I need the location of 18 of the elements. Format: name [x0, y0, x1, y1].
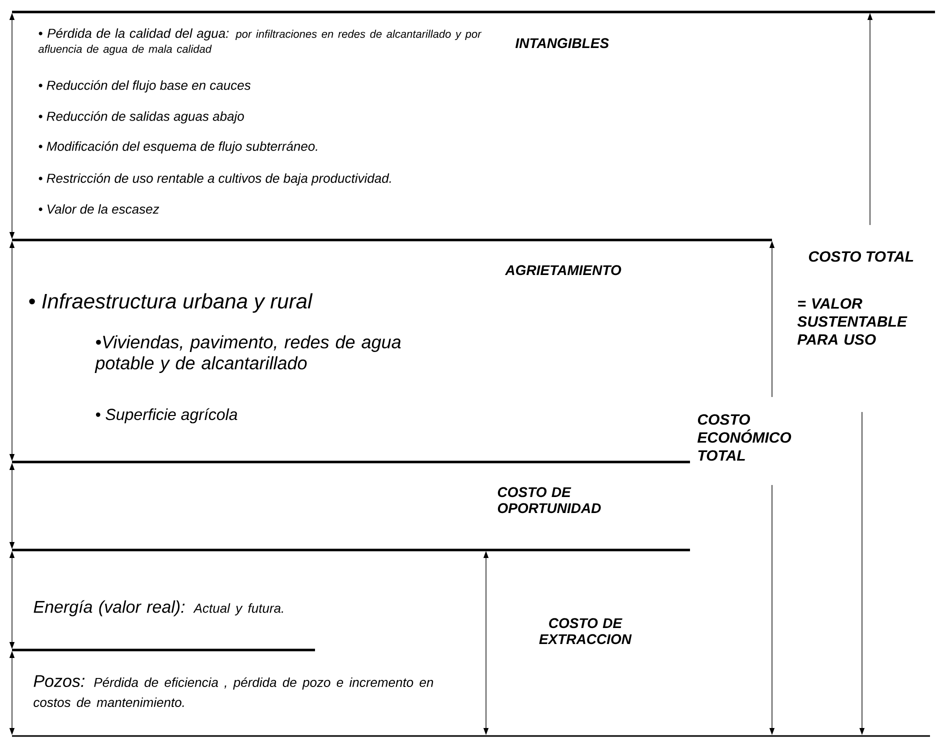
- bullet-text: • Superficie agrícola: [96, 408, 238, 424]
- bullet-text: • Reducción de salidas aguas abajo: [38, 111, 244, 124]
- section-heading: COSTO DE OPORTUNIDAD: [498, 487, 601, 514]
- bullet-text: • Valor de la escasez: [38, 204, 160, 214]
- section-heading: COSTO DE EXTRACCION: [539, 618, 632, 644]
- section-heading: AGRIETAMIENTO: [504, 265, 622, 276]
- total-heading: COSTO TOTAL: [808, 251, 914, 262]
- bullet-text: Pozos: Pérdida de eficiencia , pérdida de pozo e incremento en costos de mantenimiento.: [34, 675, 434, 708]
- bullet-text: • Infraestructura urbana y rural: [29, 293, 313, 313]
- bullet-text: • Pérdida de la calidad del agua: por infiltraciones en redes de alcantarillado y por afluencia de agua de mala calidad: [38, 28, 482, 56]
- section-heading: INTANGIBLES: [515, 38, 609, 48]
- bullet-text: Energía (valor real): Actual y futura.: [34, 600, 284, 616]
- bullet-text: • Reducción del flujo base en cauces: [38, 80, 251, 92]
- total-heading: = VALOR SUSTENTABLE PARA USO: [797, 298, 908, 345]
- bullet-text: • Modificación del esquema de flujo subterráneo.: [38, 141, 318, 154]
- bullet-text: • Restricción de uso rentable a cultivos de baja productividad.: [38, 173, 391, 186]
- bullet-text: •Viviendas, pavimento, redes de agua potable y de alcantarillado: [94, 335, 401, 373]
- total-heading: COSTO ECONÓMICO TOTAL: [697, 414, 792, 461]
